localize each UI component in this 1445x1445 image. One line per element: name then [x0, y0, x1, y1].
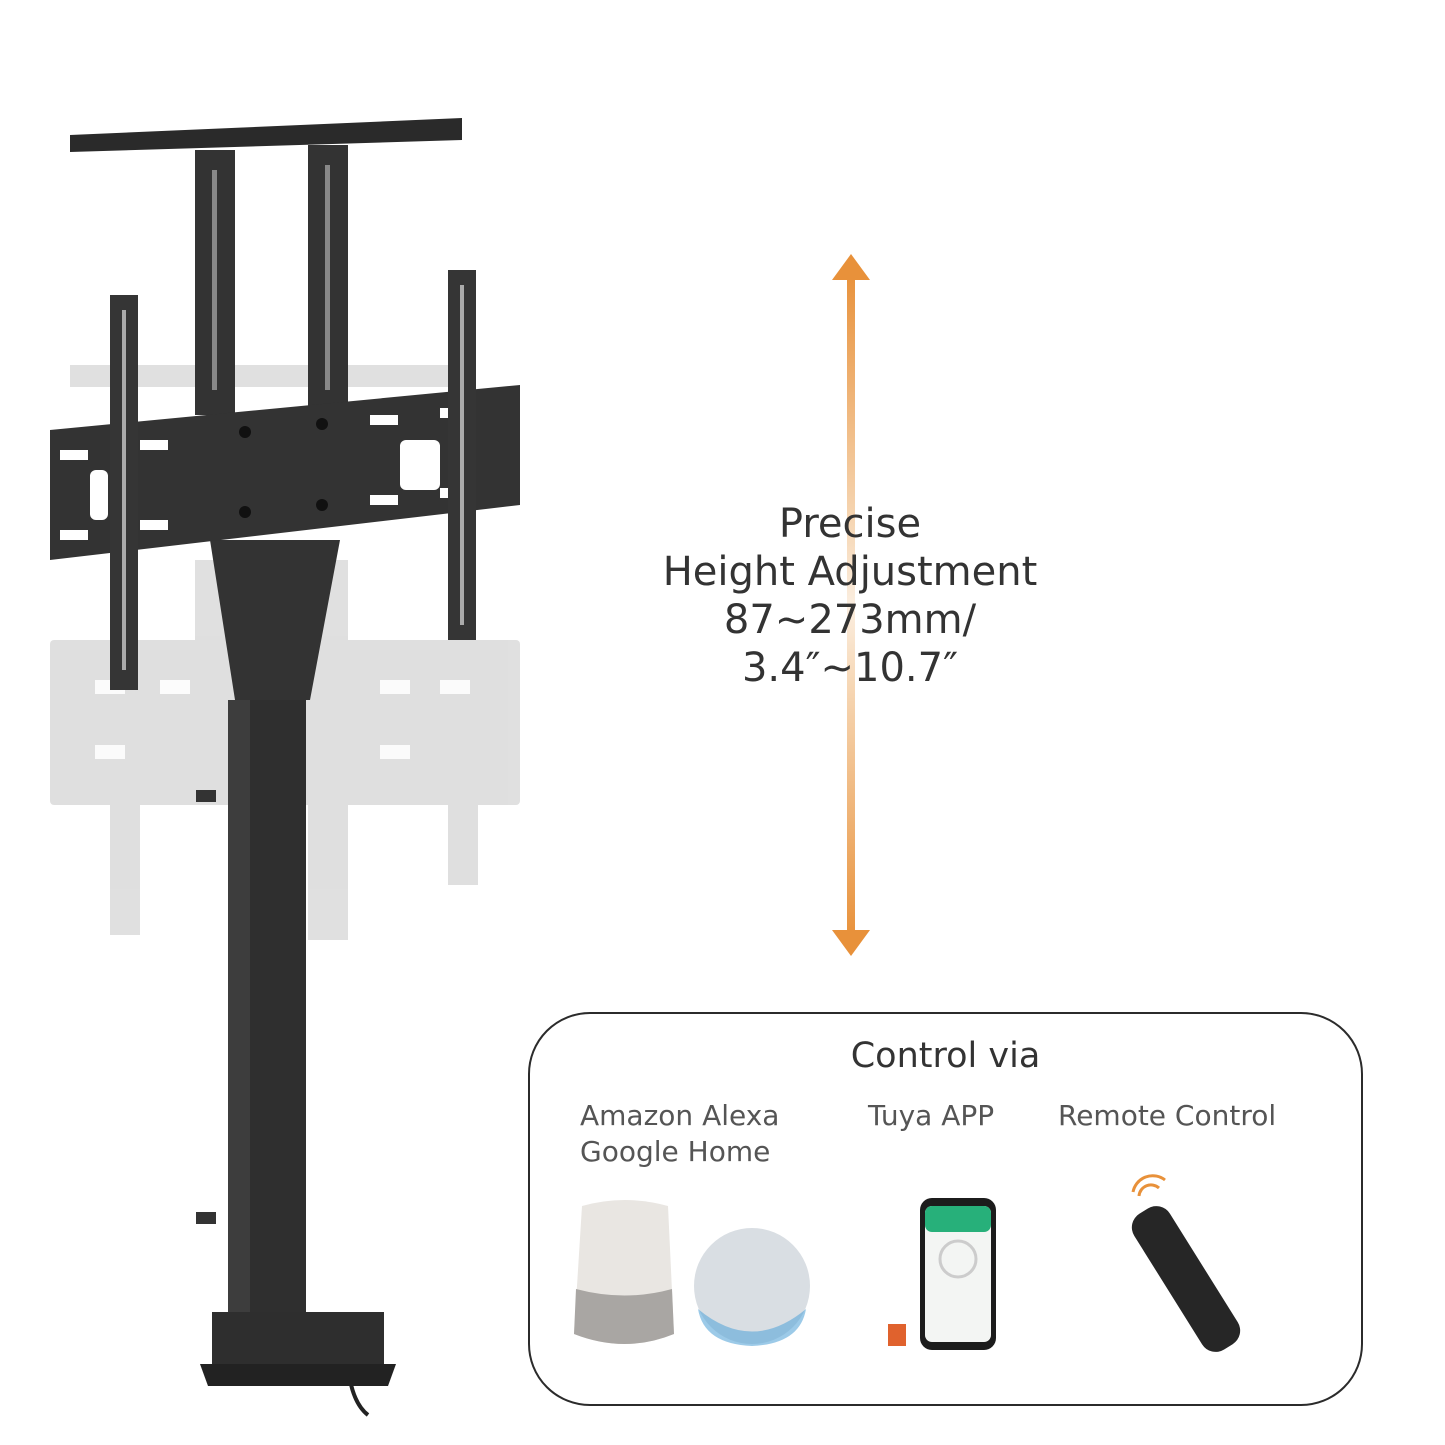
headline-line-2: Height Adjustment: [662, 549, 1038, 595]
option-remote-control: Remote Control: [1058, 1099, 1277, 1132]
option-label-line-1: Amazon Alexa: [580, 1099, 780, 1132]
headline-line-3: 87~273mm/: [723, 597, 977, 643]
control-title: Control via: [850, 1036, 1041, 1076]
headline-line-4: 3.4″~10.7″: [741, 645, 959, 691]
smart-speakers-icon: [574, 1200, 810, 1346]
option-voice-assistants: Amazon Alexa Google Home: [580, 1098, 779, 1170]
smartphone-app-icon: [888, 1198, 996, 1350]
height-adjust-arrow-icon: [832, 254, 870, 956]
option-tuya-app: Tuya APP: [868, 1099, 995, 1132]
option-label-line-2: Google Home: [580, 1135, 771, 1168]
control-options-panel: Control via Amazon Alexa Google Home Tuy…: [528, 1012, 1363, 1406]
headline-line-1: Precise: [778, 501, 922, 547]
tv-lift-stand-image: [50, 118, 520, 1417]
remote-control-icon: [1131, 1174, 1241, 1352]
height-adjustment-heading: Precise Height Adjustment 87~273mm/ 3.4″…: [560, 500, 1140, 692]
